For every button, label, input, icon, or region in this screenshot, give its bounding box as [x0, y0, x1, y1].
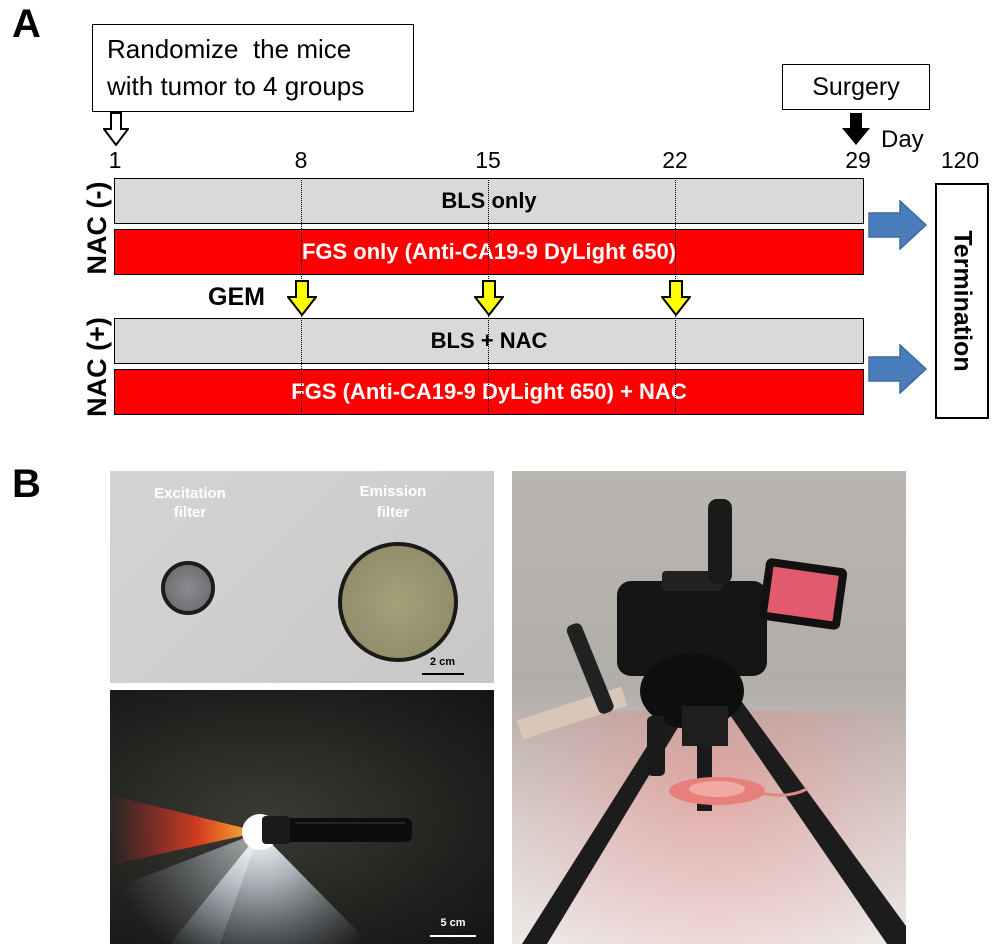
nac-minus-label: NAC (-): [82, 181, 112, 275]
bar-bls-nac-label: BLS + NAC: [430, 328, 548, 353]
termination-box: Termination: [935, 183, 989, 419]
day-22: 22: [662, 147, 688, 173]
emission-filter-label-2: filter: [376, 504, 410, 521]
camera-setup-photo: [512, 471, 906, 944]
bar-bls-nac: BLS + NAC: [114, 318, 864, 364]
panel-a-letter: A: [12, 2, 41, 46]
randomize-text-line1: Randomize the mice: [107, 34, 352, 64]
emission-filter-disc: [338, 542, 458, 662]
start-arrow-icon: [103, 112, 129, 146]
bar-fgs-nac-label: FGS (Anti-CA19-9 DyLight 650) + NAC: [291, 379, 687, 404]
bar-bls-only-label: BLS only: [441, 188, 537, 213]
flashlight-photo: 5 cm: [110, 690, 494, 944]
filters-scale-label: 2 cm: [429, 656, 456, 668]
surgery-arrow-icon: [842, 113, 870, 145]
gem-label: GEM: [208, 283, 265, 311]
day-15: 15: [475, 147, 501, 173]
nac-plus-label: NAC (+): [82, 317, 112, 417]
termination-label: Termination: [948, 230, 977, 372]
day-1: 1: [108, 147, 122, 173]
excitation-filter-label-1: Excitation: [154, 485, 226, 502]
panel-b-letter: B: [12, 462, 41, 506]
bar-fgs-nac: FGS (Anti-CA19-9 DyLight 650) + NAC: [114, 369, 864, 415]
flashlight-scale-label: 5 cm: [440, 917, 466, 929]
camera-tripod-scene: [512, 499, 906, 944]
gem-arrow-day15-icon: [474, 280, 504, 316]
surgery-label: Surgery: [812, 72, 900, 101]
result-arrow-bottom-icon: [868, 344, 928, 394]
emission-filter-label-1: Emission: [359, 483, 427, 500]
filters-scale-bar: [422, 673, 464, 675]
surgery-box: Surgery: [782, 64, 930, 110]
gem-arrow-day8-icon: [287, 280, 317, 316]
day-29: 29: [845, 147, 871, 173]
filters-photo: Excitation filter Emission filter 2 cm: [110, 471, 494, 683]
flashlight-scale-bar: [430, 935, 476, 937]
randomize-box: Randomize the mice with tumor to 4 group…: [92, 24, 414, 112]
flashlight-beam: [110, 795, 412, 944]
day-120: 120: [940, 147, 980, 173]
day-8: 8: [294, 147, 308, 173]
day-label: Day: [881, 126, 924, 153]
bar-bls-only: BLS only: [114, 178, 864, 224]
randomize-text-line2: with tumor to 4 groups: [107, 71, 365, 101]
excitation-filter-label-2: filter: [173, 504, 207, 521]
result-arrow-top-icon: [868, 200, 928, 250]
excitation-filter-disc: [161, 561, 215, 615]
gem-arrow-day22-icon: [661, 280, 691, 316]
bar-fgs-only: FGS only (Anti-CA19-9 DyLight 650): [114, 229, 864, 275]
